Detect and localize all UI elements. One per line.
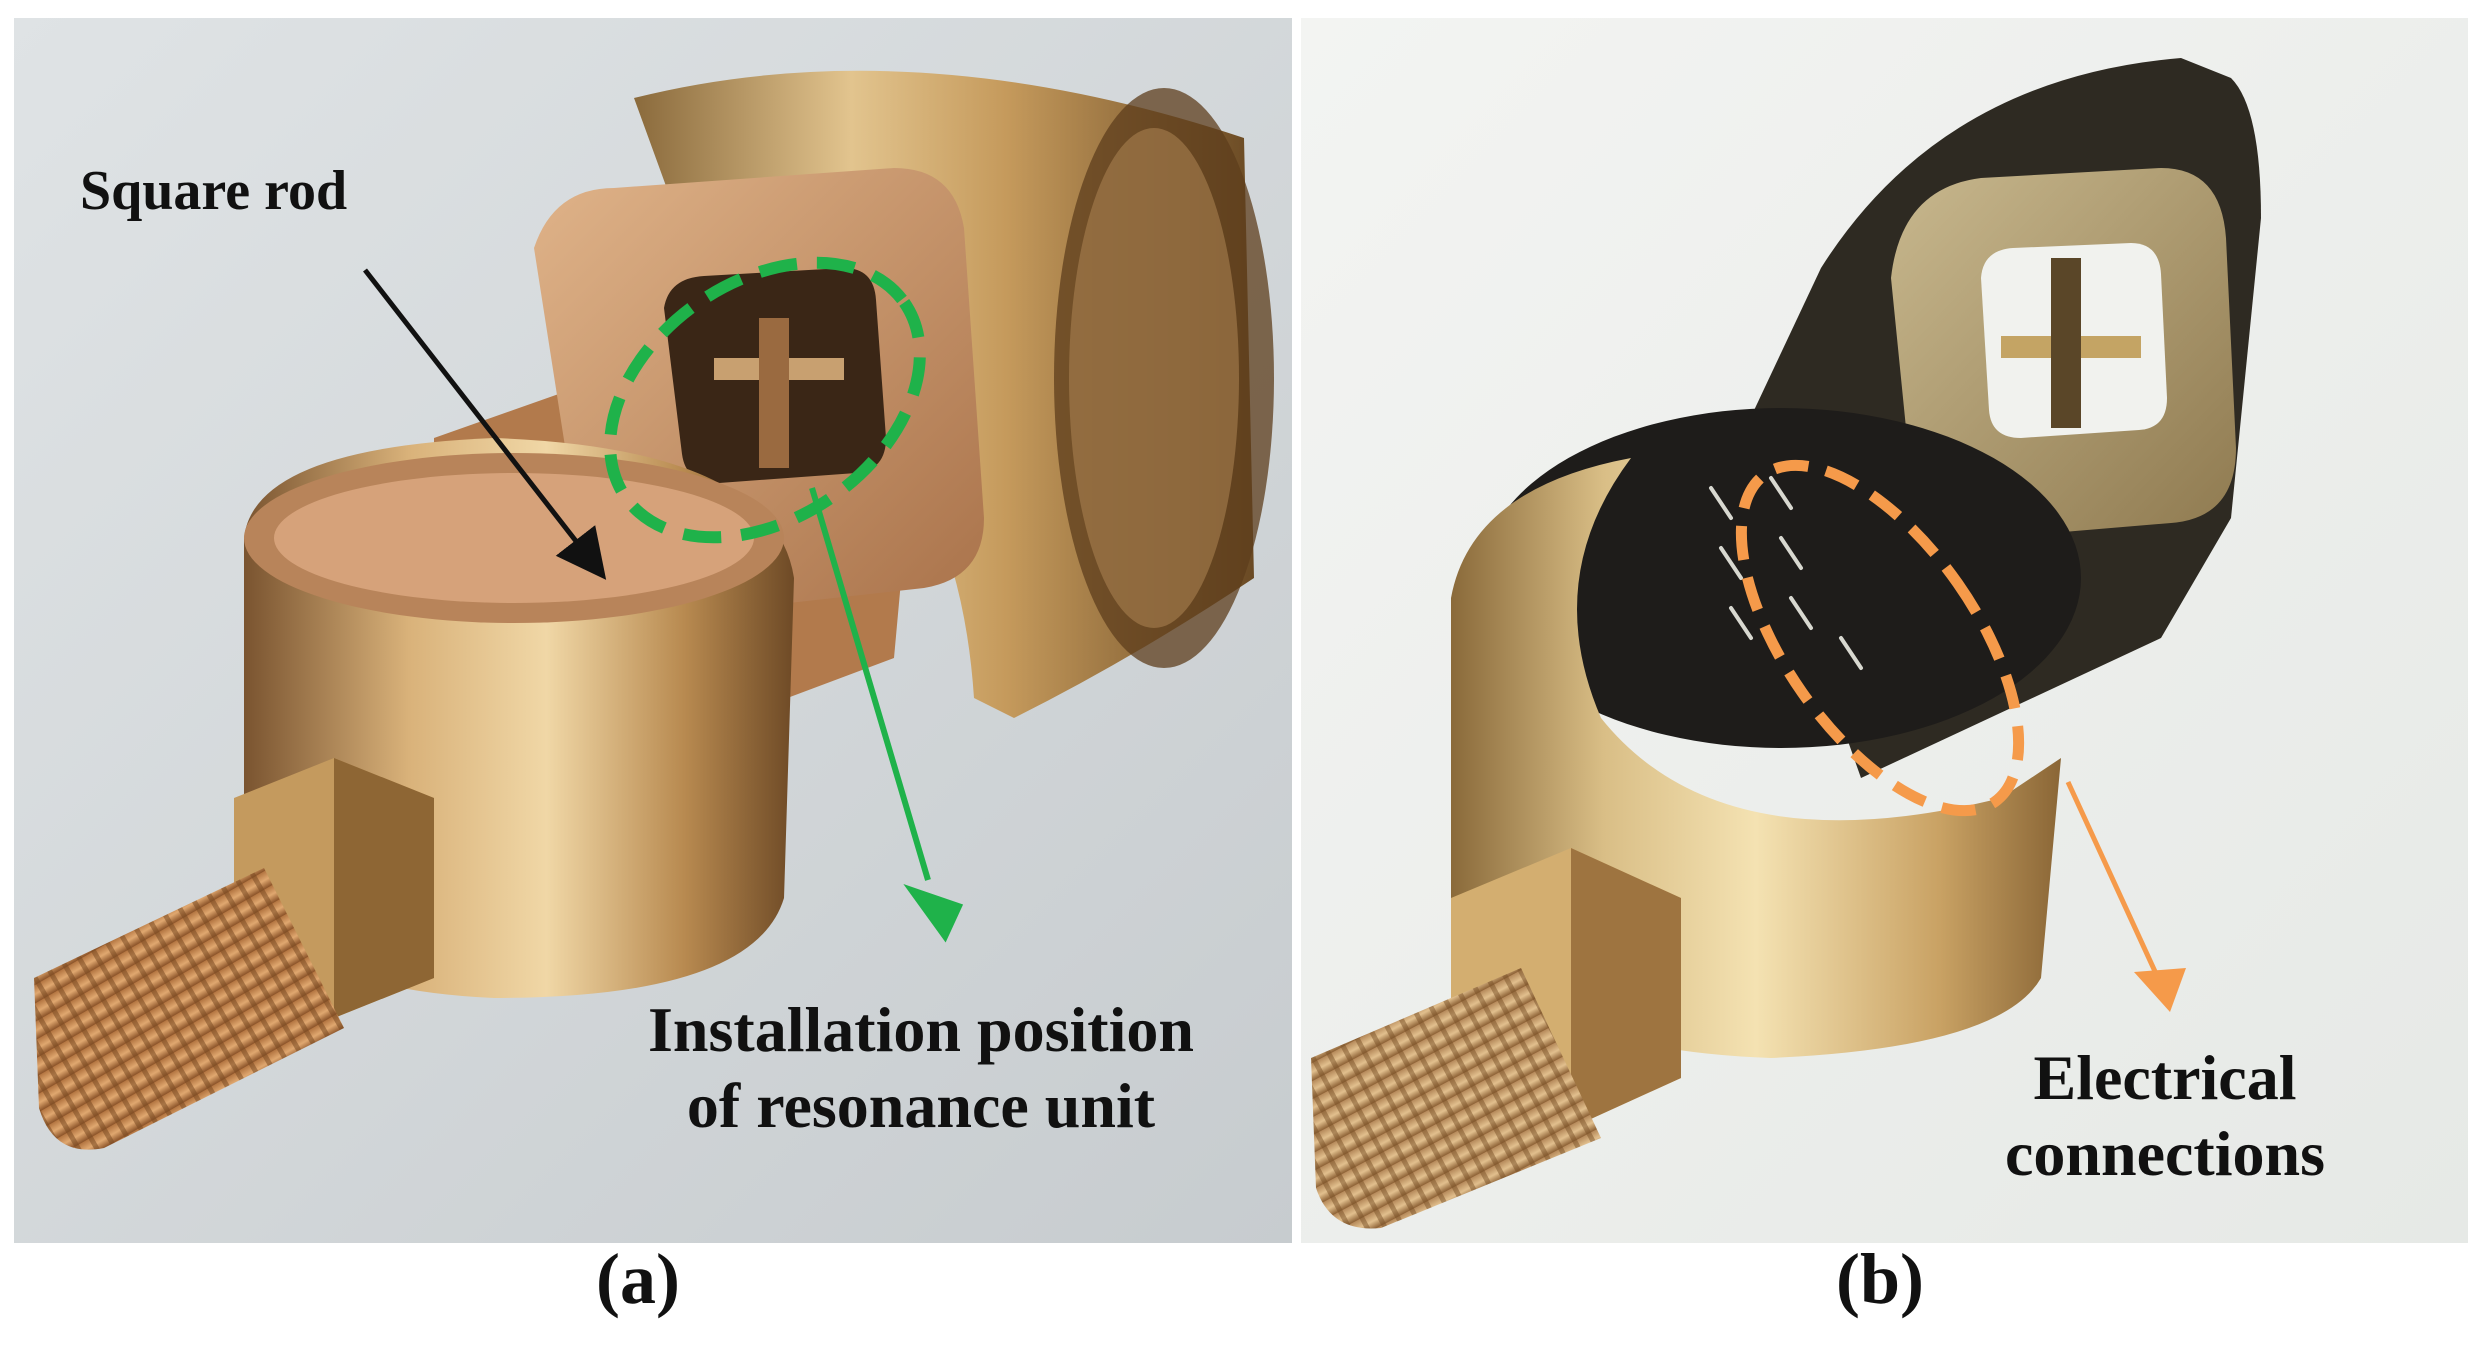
electrical-connections-label: Electrical connections: [2005, 1040, 2325, 1191]
panel-b-caption: (b): [1836, 1239, 1924, 1319]
installation-position-label-line1: Installation position: [648, 994, 1194, 1065]
square-rod-label: Square rod: [80, 160, 348, 222]
installation-position-label-line2: of resonance unit: [686, 1069, 1156, 1141]
electrical-connections-label-line2: connections: [2005, 1117, 2325, 1189]
panel-a-caption: (a): [596, 1239, 680, 1319]
electrical-connections-label-line1: Electrical: [2033, 1042, 2297, 1113]
installation-position-label: Installation position of resonance unit: [648, 992, 1194, 1143]
